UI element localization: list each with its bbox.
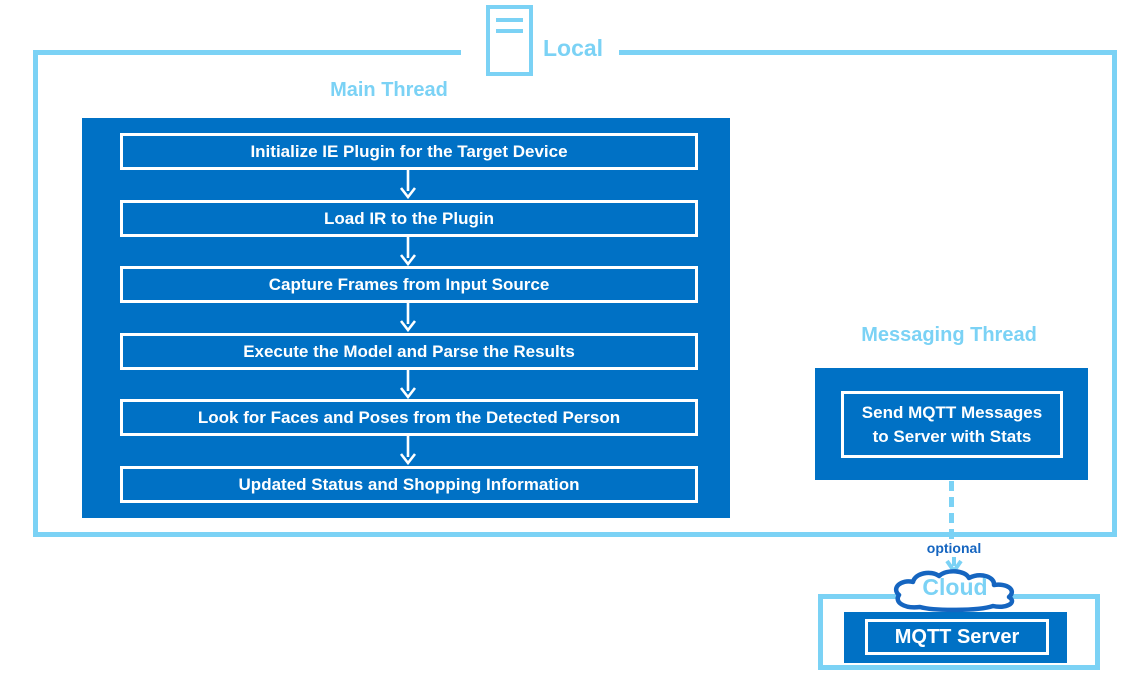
document-icon-line <box>496 18 523 22</box>
flow-arrow-icon <box>399 436 417 465</box>
local-label: Local <box>543 35 604 61</box>
dashed-connector <box>949 481 954 539</box>
cloud-label: Cloud <box>922 574 988 600</box>
step-box-execute-model: Execute the Model and Parse the Results <box>120 333 698 370</box>
flow-arrow-icon <box>399 370 417 399</box>
messaging-thread-panel: Send MQTT Messages to Server with Stats <box>815 368 1088 480</box>
messaging-thread-title: Messaging Thread <box>861 324 1037 346</box>
mqtt-message-box: Send MQTT Messages to Server with Stats <box>841 391 1063 458</box>
step-box-updated-status: Updated Status and Shopping Information <box>120 466 698 503</box>
mqtt-server-panel: MQTT Server <box>844 612 1067 663</box>
main-thread-title: Main Thread <box>330 79 448 101</box>
cloud-icon <box>893 569 1015 613</box>
document-icon-line <box>496 29 523 33</box>
main-thread-panel: Initialize IE Plugin for the Target Devi… <box>82 118 730 518</box>
step-box-initialize: Initialize IE Plugin for the Target Devi… <box>120 133 698 170</box>
flow-arrow-icon <box>399 170 417 199</box>
mqtt-message-line1: Send MQTT Messages <box>861 402 1043 422</box>
document-icon <box>486 5 533 76</box>
step-box-look-for-faces: Look for Faces and Poses from the Detect… <box>120 399 698 436</box>
mqtt-message-line2: to Server with Stats <box>872 426 1032 446</box>
flow-arrow-icon <box>399 237 417 266</box>
optional-label: optional <box>926 540 982 556</box>
step-box-capture-frames: Capture Frames from Input Source <box>120 266 698 303</box>
mqtt-server-box: MQTT Server <box>865 619 1049 655</box>
step-box-load-ir: Load IR to the Plugin <box>120 200 698 237</box>
flow-arrow-icon <box>399 303 417 332</box>
